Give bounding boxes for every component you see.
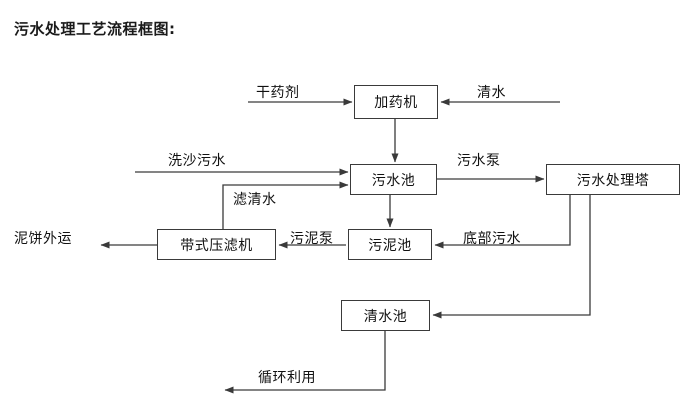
edge-label-recycle-use: 循环利用 [258, 370, 316, 386]
edge-label-sludge-pump: 污泥泵 [290, 231, 334, 247]
node-sludge-pool[interactable]: 污泥池 [348, 229, 432, 260]
edge-label-filtered-clear-water: 滤清水 [233, 192, 277, 208]
connector-belt-filter-press-to-wastewater-pool [222, 181, 349, 229]
connector-treatment-tower-to-sludge-pool [434, 195, 571, 249]
edge-label-bottom-wastewater: 底部污水 [463, 231, 521, 247]
edge-label-clean-water: 清水 [477, 85, 506, 101]
edge-label-sand-wash-wastewater: 洗沙污水 [168, 153, 226, 169]
connector-treatment-tower-to-clear-water-pool [432, 195, 591, 319]
node-treatment-tower[interactable]: 污水处理塔 [546, 164, 680, 195]
node-dosing-machine[interactable]: 加药机 [354, 85, 438, 119]
node-clear-water-pool[interactable]: 清水池 [341, 300, 430, 331]
page-title: 污水处理工艺流程框图: [14, 20, 176, 38]
node-wastewater-pool[interactable]: 污水池 [350, 164, 437, 195]
connector-clear-water-pool-to-recycle [224, 331, 386, 394]
node-belt-filter-press[interactable]: 带式压滤机 [157, 229, 276, 260]
terminal-label-mud-cake-export: 泥饼外运 [14, 231, 72, 247]
edge-label-wastewater-pump: 污水泵 [457, 153, 501, 169]
edge-label-dry-reagent: 干药剂 [256, 85, 300, 101]
